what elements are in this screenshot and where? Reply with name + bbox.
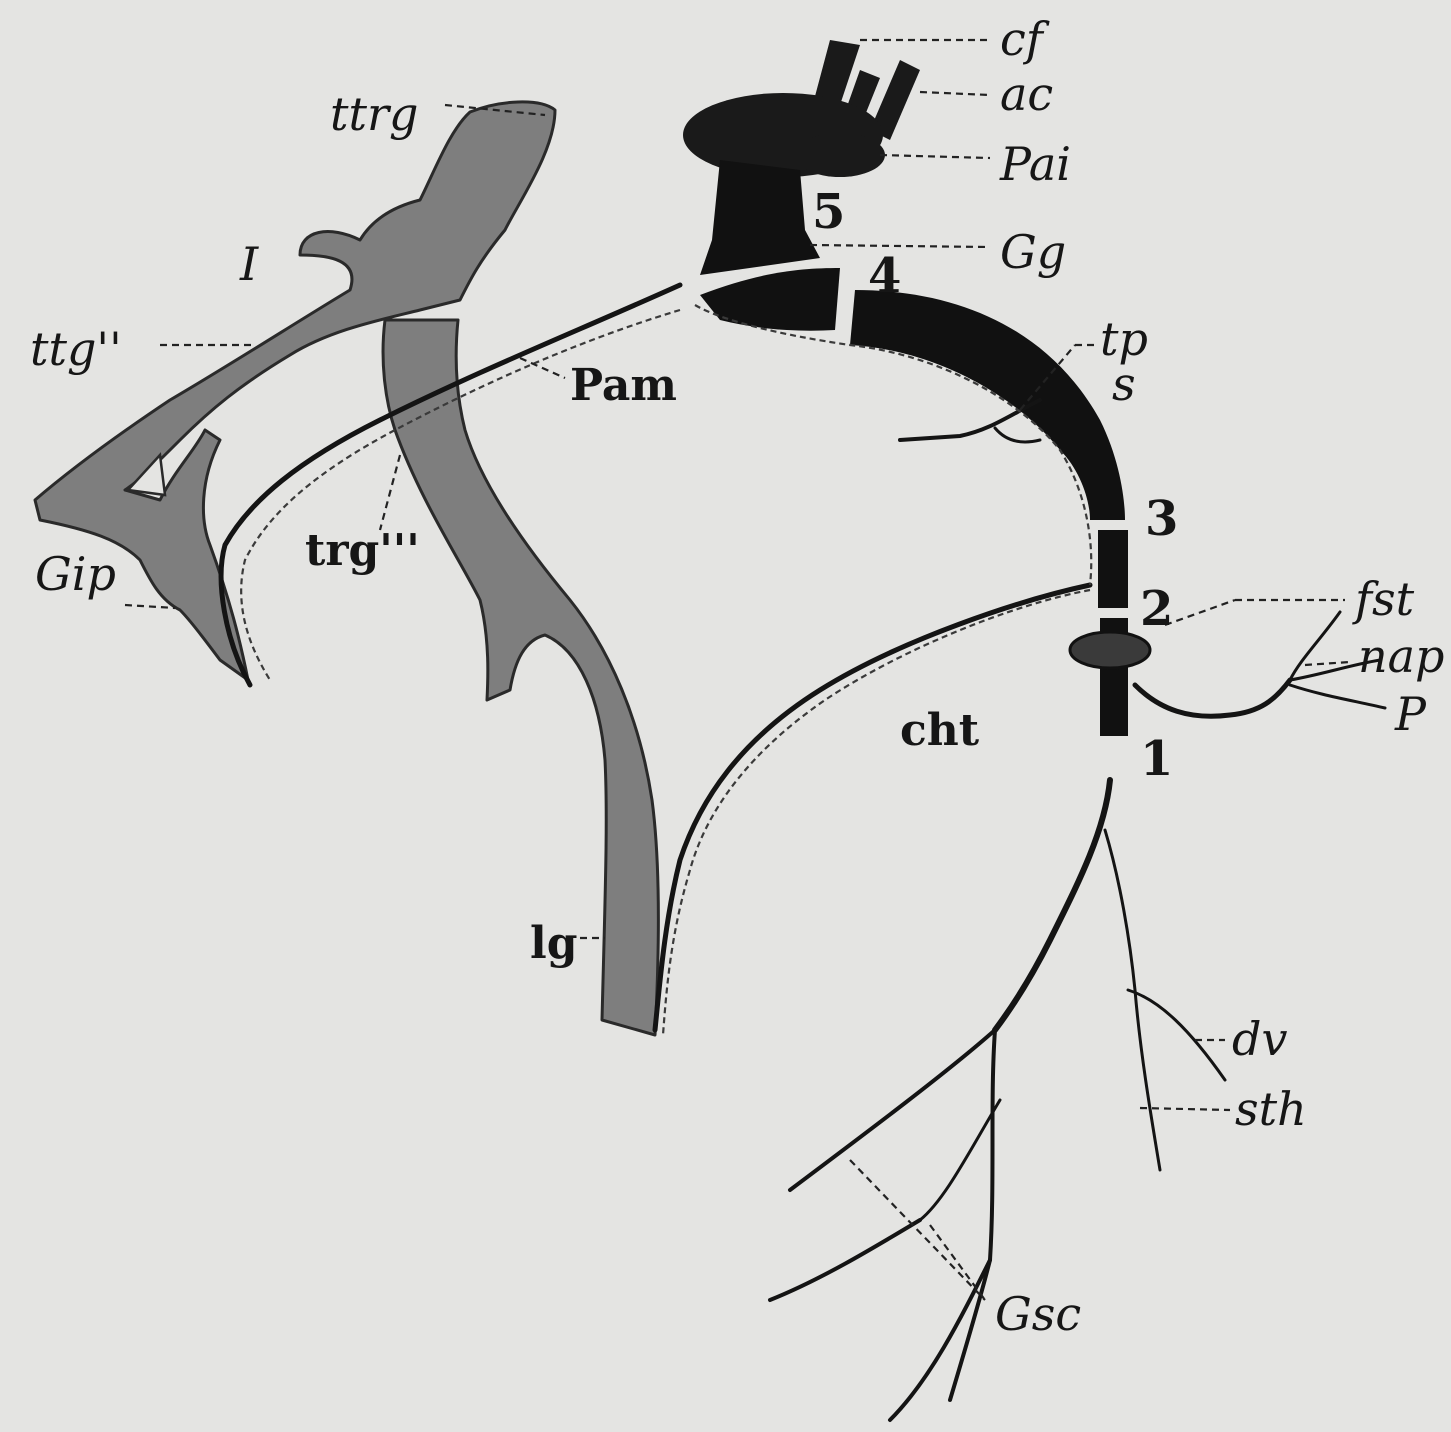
nerve-root-cluster: [683, 40, 920, 275]
nerve-cht: [655, 585, 1090, 1030]
label-dv: dv: [1232, 1012, 1287, 1066]
label-nap: nap: [1358, 629, 1445, 683]
label-gip: Gip: [35, 547, 116, 601]
segment-number-2: 2: [1140, 581, 1173, 637]
nerve-trunk-segment-3: [850, 290, 1125, 520]
main-vein-trunk: [383, 320, 658, 1035]
label-lg: lg: [530, 918, 577, 969]
label-ac: ac: [1000, 67, 1053, 121]
label-fst: fst: [1352, 572, 1415, 626]
label-cht: cht: [900, 705, 980, 756]
segment-number-5: 5: [812, 184, 845, 240]
label-p: P: [1394, 687, 1427, 741]
nerve-trunk-segment-1: [1070, 618, 1150, 736]
label-gg: Gg: [1000, 225, 1066, 279]
segment-number-3: 3: [1145, 491, 1178, 547]
label-sth: sth: [1235, 1082, 1307, 1136]
label-pai: Pai: [999, 137, 1071, 191]
label-ttg: ttg'': [30, 322, 122, 376]
nerve-trunk-segment-4: [700, 268, 840, 331]
nerve-trunk-segment-2: [1098, 530, 1128, 608]
label-s: s: [1112, 357, 1136, 411]
label-pam: Pam: [570, 360, 677, 411]
label-trg: trg''': [305, 525, 420, 576]
label-i: I: [239, 237, 259, 291]
label-gsc: Gsc: [995, 1287, 1081, 1341]
segment-number-1: 1: [1140, 731, 1173, 787]
label-ttrg: ttrg: [330, 87, 418, 141]
label-cf: cf: [1000, 12, 1050, 66]
segment-number-4: 4: [868, 248, 901, 304]
